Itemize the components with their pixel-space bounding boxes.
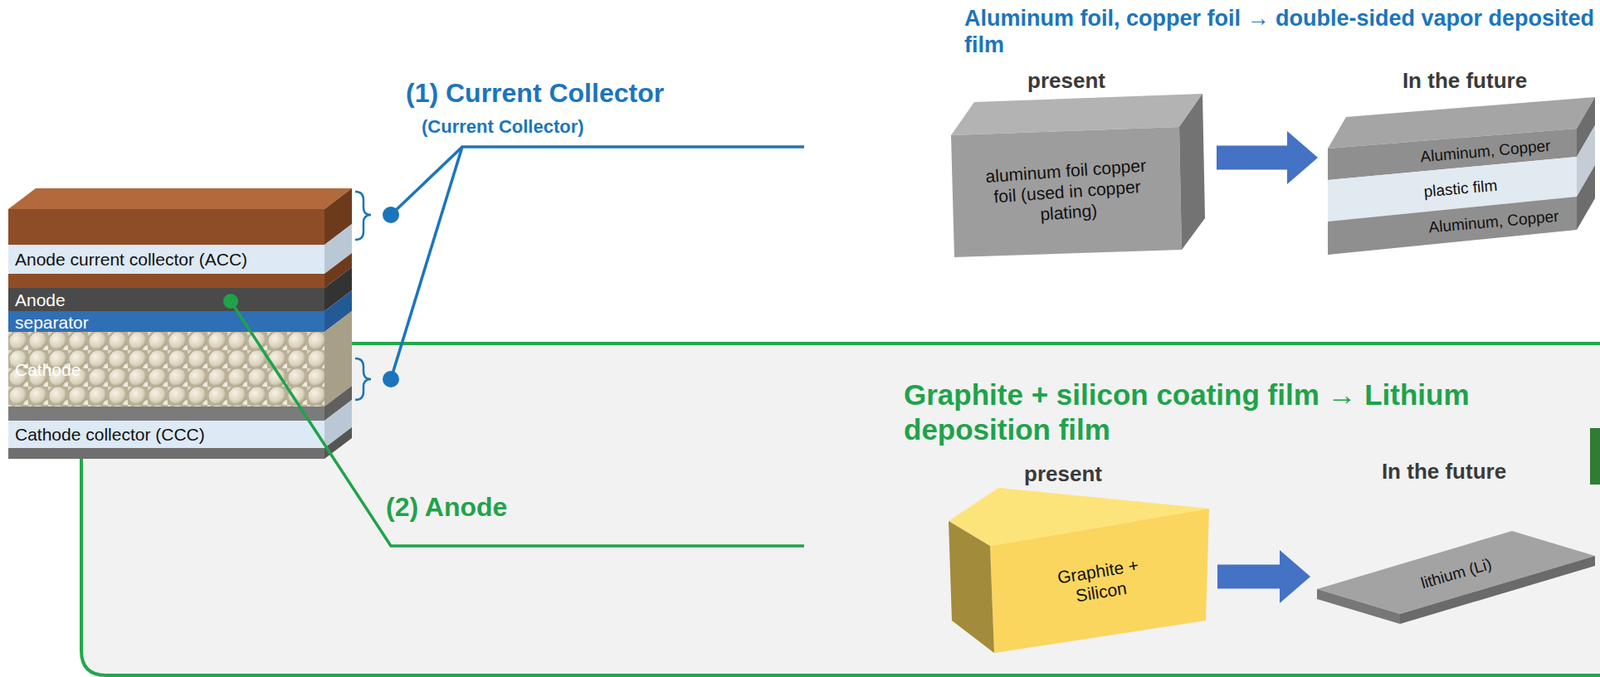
copper-layer: [8, 209, 325, 245]
block-arrow: [1217, 565, 1280, 590]
leader-dot: [223, 293, 239, 309]
future-film-box: Aluminum, Copperplastic filmAluminum, Co…: [1327, 97, 1596, 255]
side-tab: [1590, 428, 1600, 485]
period-label: present: [1027, 68, 1106, 94]
bottom-layer: [8, 448, 325, 459]
anode-layer: [8, 287, 325, 312]
leader-line: [230, 301, 805, 547]
change-heading: Aluminum foil, copper foil → double-side…: [964, 4, 1596, 59]
bracket: [355, 191, 371, 240]
period-label: In the future: [1381, 458, 1507, 485]
node-text: Graphite + silicon coating film → Lithiu…: [903, 377, 1597, 448]
cathode-layer: [8, 331, 325, 407]
box-face: [990, 508, 1210, 654]
box-face: [951, 126, 1182, 258]
bottom-layer-side: [324, 427, 352, 459]
anode-panel: Graphite + silicon coating film → Lithiu…: [81, 343, 1600, 676]
section-title: (1) Current Collector: [405, 77, 664, 109]
layer-label: Anode: [14, 289, 66, 311]
node-text: aluminum foil copper foil (used in coppe…: [980, 154, 1155, 230]
anode-panel-border: [81, 458, 1600, 676]
graphite-silicon-box: Graphite + Silicon: [948, 487, 1210, 654]
layer-label: separator: [14, 312, 89, 333]
grey-layer: [8, 406, 325, 421]
layer-label: Anode current collector (ACC): [14, 248, 248, 270]
leader-dot: [382, 206, 400, 224]
lithium-plate: lithium (Li): [1317, 531, 1596, 625]
period-label: present: [1024, 461, 1103, 488]
copper-thin-layer: [8, 273, 325, 288]
anode-panel-border: [351, 341, 1600, 346]
leader-dot: [382, 370, 400, 388]
stack-top-face: [8, 188, 352, 210]
present-foil-box: aluminum foil copper foil (used in coppe…: [951, 93, 1209, 258]
box-face: [948, 521, 995, 654]
acc-layer: [8, 244, 325, 274]
box-face: [1327, 196, 1577, 255]
layer-label: Cathode collector (CCC): [14, 424, 205, 445]
box-face: [1317, 589, 1400, 625]
layer-label: Cathode: [14, 359, 81, 381]
section-subtitle: (Current Collector): [421, 116, 585, 138]
box-face: [1576, 165, 1596, 230]
bracket: [355, 358, 371, 400]
ccc-layer: [8, 420, 325, 449]
battery-stack: [8, 188, 352, 459]
box-face: [1179, 93, 1205, 250]
block-arrow: [1216, 146, 1288, 171]
period-label: In the future: [1402, 68, 1527, 94]
section-title: (2) Anode: [385, 491, 508, 523]
leader-line: [390, 146, 463, 380]
connector-layer: [1216, 157, 1288, 577]
